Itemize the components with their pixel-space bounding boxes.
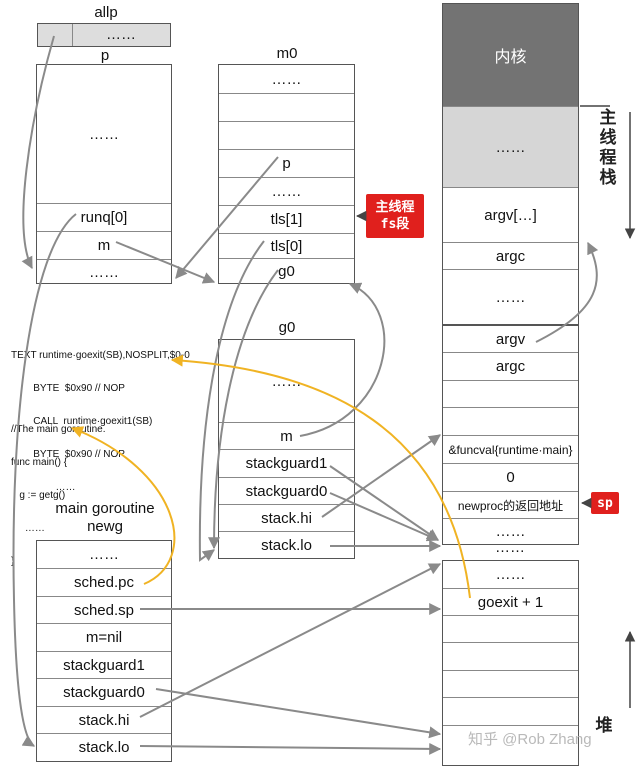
newg-title-line2: newg [87, 518, 123, 535]
newg-title-line1: main goroutine [55, 500, 155, 517]
kernel-region: 内核 [443, 4, 578, 106]
heap-stack-top-label: …… [495, 539, 525, 556]
p-cell-m: m [37, 231, 171, 259]
newg-cell-sched-sp: sched.sp [37, 596, 171, 623]
main-thread-stack-label: 主线程栈 [599, 108, 617, 187]
p-cell-runq: runq[0] [37, 203, 171, 231]
stack-cell-argc: argc [443, 242, 578, 269]
stack-cell-3: …… [443, 269, 578, 324]
m0-cell-tls0: tls[0] [219, 233, 354, 258]
arrow-newg-stacklo [139, 742, 442, 755]
main-thread-stack: 内核 …… argv[…] argc …… argv argc &funcval… [442, 3, 579, 545]
watermark: 知乎 @Rob Zhang [468, 731, 592, 748]
newg-cell-stack-hi: stack.hi [37, 706, 171, 733]
stack-cell-funcval: &funcval{runtime·main} [443, 435, 578, 463]
stack-cell-0: …… [443, 106, 578, 187]
g0-cell-stack-hi: stack.hi [219, 504, 354, 531]
newg-cell-stackguard0: stackguard0 [37, 678, 171, 706]
p-cell-3: …… [37, 259, 171, 284]
newg-struct: …… sched.pc sched.sp m=nil stackguard1 s… [36, 540, 172, 762]
heap-cell-0: …… [495, 566, 526, 583]
m0-cell-p: p [219, 149, 354, 177]
p-title: p [100, 47, 110, 64]
m0-cell-tls1: tls[1] [219, 205, 354, 233]
code-main-line: func main() { [11, 457, 68, 468]
heap-cell-empty [443, 725, 578, 765]
m0-cell-g0: g0 [219, 258, 354, 283]
code-goexit-line: TEXT runtime·goexit(SB),NOSPLIT,$0-0 [11, 350, 190, 361]
g0-struct: …… m stackguard1 stackguard0 stack.hi st… [218, 339, 355, 559]
g0-cell-stackguard0: stackguard0 [219, 477, 354, 504]
stack-cell-argc2: argc [443, 352, 578, 380]
heap-cell-empty [443, 697, 578, 725]
p-cell-0: …… [89, 125, 119, 143]
m0-cell-0: …… [271, 70, 302, 88]
newg-cell-stackguard1: stackguard1 [37, 651, 171, 678]
g0-cell-stack-lo: stack.lo [219, 531, 354, 558]
heap-label: 堆 [595, 716, 613, 735]
code-main-line: //The main goroutine. [11, 424, 106, 435]
m0-struct: …… p …… tls[1] tls[0] g0 [218, 64, 355, 284]
stack-cell-argv-arr: argv[…] [443, 187, 578, 242]
stack-cell-empty-2 [443, 407, 578, 435]
newg-cell-stack-lo: stack.lo [37, 733, 171, 761]
m0-title: m0 [276, 45, 298, 62]
sp-tag: sp [591, 492, 619, 514]
g0-cell-stackguard1: stackguard1 [219, 449, 354, 477]
stack-cell-11: …… [443, 518, 578, 544]
m0-cell-2: …… [219, 177, 354, 205]
stack-cell-empty-1 [443, 380, 578, 407]
main-thread-fs-tag: 主线程 fs段 [366, 194, 424, 238]
newg-cell-sched-pc: sched.pc [37, 568, 171, 596]
allp-box: …… [37, 23, 171, 47]
stack-cell-argv: argv [443, 324, 578, 352]
code-goexit-line: BYTE $0x90 // NOP [11, 383, 125, 394]
m0-cell-empty-1 [219, 93, 354, 121]
p-struct: …… runq[0] m …… [36, 64, 172, 284]
heap-cell-empty [443, 615, 578, 642]
stack-cell-return-addr: newproc的返回地址 [443, 491, 578, 518]
stack-cell-zero: 0 [443, 463, 578, 491]
allp-cell: …… [106, 26, 136, 43]
arrow-newg-sg0 [155, 688, 442, 739]
heap-cell-goexit: goexit + 1 [443, 588, 578, 615]
g0-cell-m: m [219, 422, 354, 449]
g0-cell-0: …… [271, 372, 302, 390]
m0-cell-empty-2 [219, 121, 354, 149]
newg-cell-0: …… [89, 546, 119, 563]
g0-title: g0 [278, 319, 296, 336]
allp-first-slot [38, 24, 73, 46]
heap-cell-empty [443, 642, 578, 670]
allp-title: allp [94, 4, 118, 21]
heap-cell-empty [443, 670, 578, 697]
newg-cell-m: m=nil [37, 623, 171, 651]
arrow-newg-stackhi [139, 563, 442, 718]
